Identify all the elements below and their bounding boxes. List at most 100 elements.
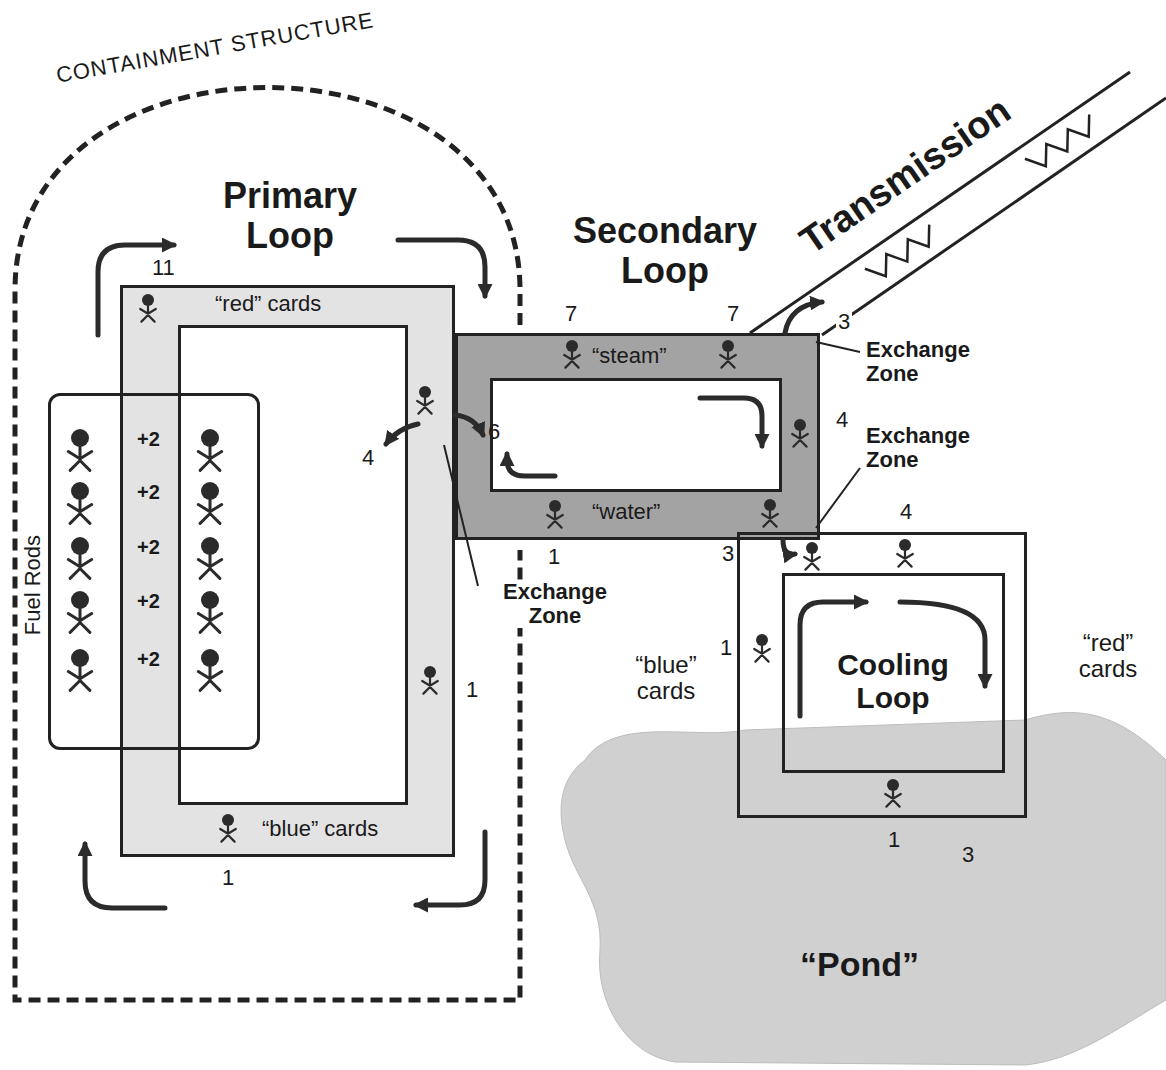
figure-head bbox=[201, 591, 219, 609]
figure-body bbox=[198, 555, 221, 578]
callout-number: 1 bbox=[548, 545, 560, 569]
flow-connector bbox=[785, 302, 822, 333]
stick-figure bbox=[68, 537, 91, 578]
stick-figures bbox=[68, 294, 913, 842]
callout-number: 7 bbox=[565, 302, 577, 326]
stick-figure bbox=[198, 482, 221, 523]
figure-body bbox=[897, 551, 913, 567]
callout-number: 4 bbox=[362, 446, 374, 470]
zone-label: Exchange Zone bbox=[866, 338, 1026, 386]
stick-figure bbox=[792, 419, 808, 447]
figure-body bbox=[564, 352, 580, 368]
stick-figure bbox=[417, 386, 433, 414]
figure-head bbox=[71, 429, 89, 447]
figure-head bbox=[566, 340, 578, 352]
stick-figure bbox=[68, 482, 91, 523]
node-title: Cooling Loop bbox=[823, 648, 963, 714]
node-title: Transmission bbox=[792, 89, 1018, 262]
figure-body bbox=[885, 791, 901, 807]
callout-number: +2 bbox=[137, 648, 160, 670]
figure-head bbox=[201, 482, 219, 500]
figure-head bbox=[71, 649, 89, 667]
secondary-loop: Secondary Loop“steam”“water” bbox=[455, 333, 820, 540]
stick-figure bbox=[140, 294, 156, 322]
node-text: “water” bbox=[592, 500, 660, 524]
figure-head bbox=[764, 499, 776, 511]
stick-figure bbox=[885, 779, 901, 807]
figure-body bbox=[198, 500, 221, 523]
figure-body bbox=[68, 609, 91, 632]
flow-connector bbox=[455, 415, 483, 435]
callout-number: +2 bbox=[137, 428, 160, 450]
figure-head bbox=[201, 537, 219, 555]
flow-arrow bbox=[507, 454, 555, 476]
stick-figure bbox=[754, 634, 770, 662]
figure-head bbox=[71, 537, 89, 555]
figure-body bbox=[68, 667, 91, 690]
transmission-wire bbox=[750, 72, 1130, 333]
lightning-symbol bbox=[1025, 115, 1089, 167]
callout-number: 1 bbox=[720, 636, 732, 660]
flow-arrow bbox=[416, 832, 485, 905]
figure-body bbox=[198, 447, 221, 470]
figure-head bbox=[794, 419, 806, 431]
figure-body bbox=[68, 555, 91, 578]
callout-number: 4 bbox=[836, 408, 848, 432]
figure-head bbox=[756, 634, 768, 646]
callout-number: +2 bbox=[137, 481, 160, 503]
flow-arrow bbox=[900, 602, 985, 686]
figure-head bbox=[201, 429, 219, 447]
stick-figure bbox=[198, 537, 221, 578]
pond-outline bbox=[555, 700, 1166, 1068]
stick-figure bbox=[68, 591, 91, 632]
figure-body bbox=[417, 398, 433, 414]
stick-figure bbox=[198, 591, 221, 632]
figure-body bbox=[804, 554, 820, 570]
callout-number: 3 bbox=[962, 843, 974, 867]
figure-body bbox=[422, 678, 438, 694]
stick-figure bbox=[547, 500, 563, 528]
figure-body bbox=[198, 609, 221, 632]
node-text: “steam” bbox=[592, 344, 667, 368]
figure-head bbox=[419, 386, 431, 398]
node-title: Fuel Rods bbox=[21, 535, 45, 635]
stick-figure bbox=[720, 340, 736, 368]
figure-body bbox=[547, 512, 563, 528]
callout-number: 7 bbox=[727, 302, 739, 326]
figure-body bbox=[720, 352, 736, 368]
pond: “Pond” bbox=[555, 700, 1166, 1068]
node-title: Secondary Loop bbox=[545, 211, 785, 290]
leader-line bbox=[444, 445, 478, 586]
zone-label: Exchange Zone bbox=[483, 580, 627, 628]
stick-figure bbox=[68, 429, 91, 470]
node-text: “red” cards bbox=[215, 292, 321, 316]
stick-figure bbox=[804, 542, 820, 570]
figure-head bbox=[201, 649, 219, 667]
figure-body bbox=[762, 511, 778, 527]
figure-head bbox=[222, 814, 234, 826]
node-title: Primary Loop bbox=[195, 176, 385, 255]
callout-number: 1 bbox=[222, 866, 234, 890]
figure-head bbox=[887, 779, 899, 791]
node-title: CONTAINMENT STRUCTURE bbox=[54, 8, 375, 88]
node-title: “Pond” bbox=[800, 946, 919, 983]
flow-arrow bbox=[800, 602, 866, 716]
flow-arrow bbox=[386, 424, 418, 444]
figure-head bbox=[899, 539, 911, 551]
figure-head bbox=[71, 482, 89, 500]
trans-outline bbox=[740, 40, 1166, 340]
primary-loop: Primary Loop“red” cards“blue” cards bbox=[120, 285, 455, 857]
figure-body bbox=[220, 826, 236, 842]
node-text: “blue” cards bbox=[262, 817, 378, 841]
callout-number: +2 bbox=[137, 536, 160, 558]
figure-head bbox=[424, 666, 436, 678]
stick-figure bbox=[422, 666, 438, 694]
leader-line bbox=[816, 468, 860, 528]
node-text: “red” cards bbox=[1060, 630, 1156, 683]
callout-number: 1 bbox=[466, 678, 478, 702]
figure-head bbox=[71, 591, 89, 609]
stick-figure bbox=[564, 340, 580, 368]
